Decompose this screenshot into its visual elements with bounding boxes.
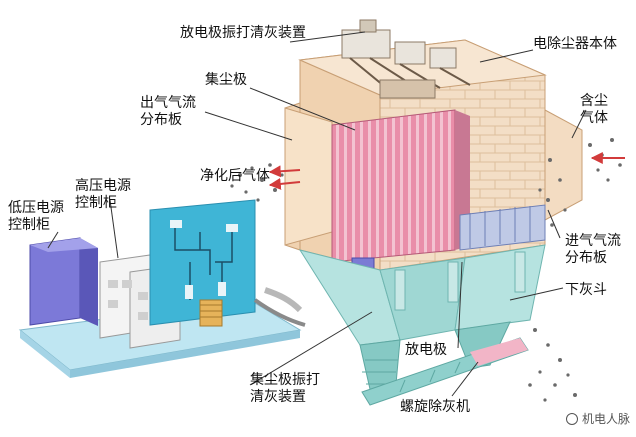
label-lv-cabinet: 低压电源 控制柜 — [8, 200, 64, 233]
label-hopper: 下灰斗 — [565, 282, 607, 298]
watermark-text: 机电人脉 — [581, 412, 630, 426]
label-discharge-electrode: 放电极 — [405, 342, 447, 358]
top-rapping-mechanism — [341, 19, 471, 99]
gas-flow-arrows — [268, 152, 625, 190]
watermark-icon — [565, 412, 578, 425]
label-inlet-distributor: 进气气流 分布板 — [565, 233, 621, 266]
label-clean-gas: 净化后气体 — [200, 168, 270, 184]
label-dusty-gas: 含尘 气体 — [580, 93, 608, 126]
leader-lines — [47, 31, 587, 397]
label-collecting-electrode: 集尘极 — [205, 72, 247, 88]
cable — [253, 298, 306, 327]
screw-conveyor — [361, 337, 529, 406]
label-outlet-distributor: 出气气流 分布板 — [140, 95, 196, 128]
label-collecting-rapping: 集尘极振打 清灰装置 — [250, 372, 320, 405]
pipe — [264, 287, 303, 313]
control-panel — [149, 199, 256, 327]
label-hv-cabinet: 高压电源 控制柜 — [75, 178, 131, 211]
low-voltage-cabinet — [29, 237, 98, 326]
support-legs — [394, 251, 526, 311]
label-discharge-rapping: 放电极振打清灰装置 — [180, 25, 306, 41]
collecting-electrodes — [331, 109, 470, 263]
label-screw-conveyor: 螺旋除灰机 — [400, 399, 470, 415]
label-precipitator-body: 电除尘器本体 — [533, 36, 617, 52]
watermark: 机电人脉 — [565, 410, 630, 427]
